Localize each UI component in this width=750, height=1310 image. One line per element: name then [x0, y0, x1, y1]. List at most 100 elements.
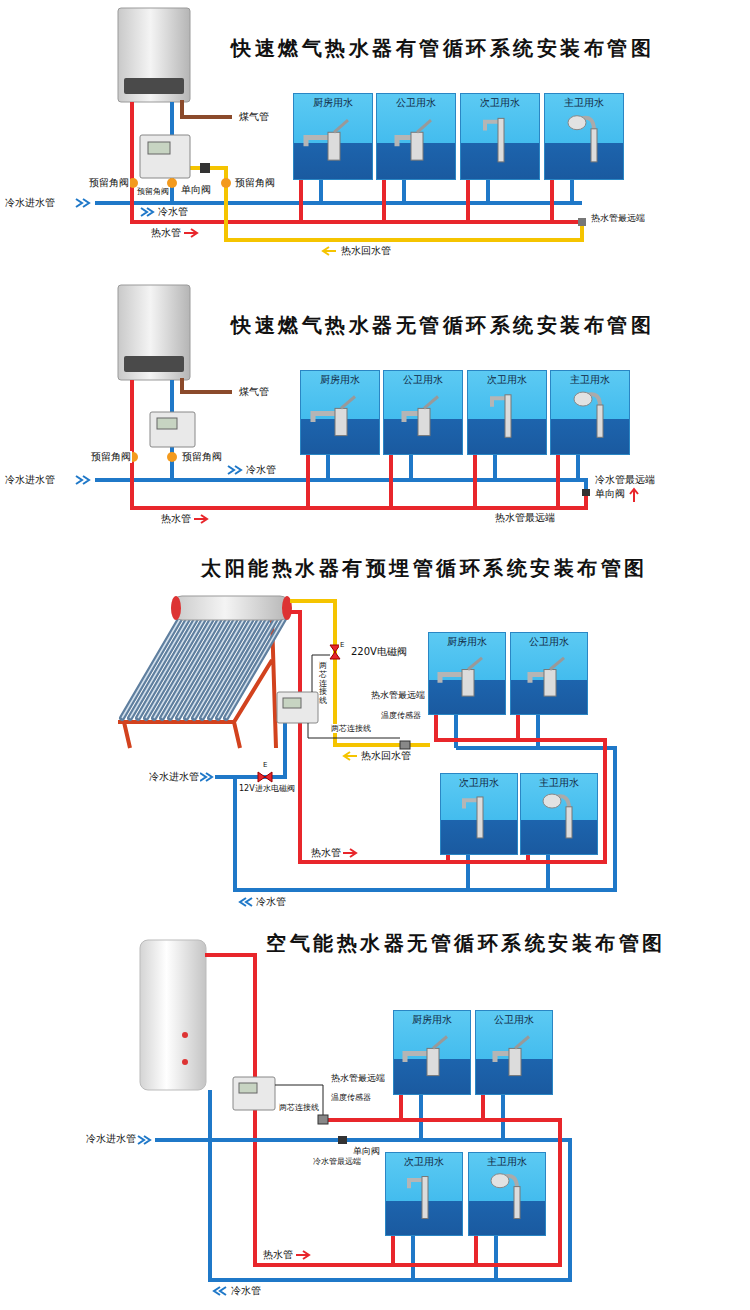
pipe-label: 温度传感器 — [330, 1093, 372, 1102]
faucet-spout — [464, 800, 477, 808]
diagram-heading: 空气能热水器无管循环系统安装布管图 — [265, 931, 667, 955]
air-heat-tank — [140, 940, 206, 1090]
pipe-label: 热水回水管 — [360, 750, 412, 762]
pipe-label: E — [262, 761, 268, 769]
cold-pipe — [215, 715, 615, 890]
flow-arrow — [76, 199, 89, 207]
fixture-label: 主卫用水 — [545, 94, 623, 109]
hot-pipe — [205, 955, 560, 1265]
fixture-box: 公卫用水 — [510, 632, 588, 715]
cold-pipe — [95, 201, 582, 205]
shower-head — [543, 794, 561, 808]
fixture-box: 公卫用水 — [475, 1010, 553, 1095]
gas-heater — [118, 285, 190, 380]
pipe-label: 冷水管最远端 — [312, 1157, 362, 1167]
angle-valve — [167, 452, 177, 462]
pipe-label: 冷水管 — [157, 206, 189, 218]
pipe-label: 冷水进水管 — [4, 197, 56, 209]
fixture-label: 主卫用水 — [469, 1153, 545, 1168]
hot-water-pipe — [391, 455, 475, 508]
tube-highlight — [122, 619, 284, 718]
temperature-sensor — [318, 1115, 328, 1124]
fixture-box: 次卫用水 — [385, 1152, 463, 1236]
pipe-label: 单向阀 — [352, 1146, 381, 1157]
faucet-spout — [313, 414, 335, 423]
controller-display — [239, 1083, 257, 1093]
fixture-label: 厨房用水 — [394, 1011, 470, 1026]
shower-post — [597, 405, 603, 437]
fixture-label: 厨房用水 — [294, 94, 372, 109]
fixture-label: 次卫用水 — [461, 94, 539, 109]
pipe-label: 两芯连接线 — [319, 662, 327, 706]
angle-valve — [221, 178, 231, 188]
faucet-body — [418, 408, 430, 435]
pipe-label: 冷水进水管 — [85, 1133, 137, 1145]
pipe-label: 热水管最远端 — [370, 690, 426, 700]
flow-arrow — [141, 208, 153, 216]
hot-water-pipe — [468, 180, 552, 222]
faucet-body — [462, 670, 474, 697]
pipe-label: 热水管 — [262, 1249, 294, 1261]
pipe-label: 热水管 — [150, 227, 182, 239]
faucet-body — [422, 1177, 428, 1219]
hot-water-pipe — [436, 715, 518, 740]
pipe-label: 温度传感器 — [380, 711, 422, 720]
fixture-box: 厨房用水 — [300, 370, 380, 455]
pipe-label: 预留角阀 — [90, 451, 132, 463]
fixture-label: 主卫用水 — [551, 371, 629, 386]
pipe-label: 单向阀 — [594, 488, 626, 500]
fixture-box: 公卫用水 — [383, 370, 463, 455]
fixture-label: 次卫用水 — [468, 371, 546, 386]
faucet-spout — [306, 138, 328, 147]
faucet-spout — [440, 675, 462, 683]
fixture-label: 厨房用水 — [301, 371, 379, 386]
pipe-label: 12V进水电磁阀 — [238, 784, 296, 794]
flow-arrow — [296, 1251, 309, 1259]
check-valve — [338, 1136, 347, 1144]
hot-water-pipe — [393, 1236, 476, 1265]
fixture-label: 次卫用水 — [441, 774, 517, 789]
cold-pipe — [155, 1090, 570, 1280]
controller-display — [283, 698, 301, 708]
faucet-body — [477, 797, 483, 838]
faucet-body — [335, 408, 347, 435]
pipe-end — [578, 218, 586, 226]
panel-three — [118, 596, 615, 906]
temperature-sensor — [400, 741, 410, 749]
faucet-lever — [433, 1037, 447, 1049]
check-valve — [200, 163, 210, 173]
flow-arrow — [630, 489, 638, 502]
tank-port — [182, 1059, 188, 1065]
shower-post — [514, 1187, 520, 1219]
controller-display — [148, 142, 170, 154]
faucet-spout — [485, 122, 498, 131]
fixture-label: 公卫用水 — [377, 94, 455, 109]
fixture-box: 厨房用水 — [293, 93, 373, 180]
faucet-body — [544, 670, 556, 697]
hot-water-pipe — [308, 455, 391, 508]
flow-arrow — [76, 476, 89, 484]
signal-wire — [275, 1085, 323, 1115]
flow-arrow — [200, 773, 212, 781]
flow-arrow — [138, 1136, 150, 1144]
hot-water-pipe — [448, 855, 528, 862]
shower-post — [566, 807, 572, 838]
hot-water-pipe — [401, 1095, 483, 1120]
flow-arrow — [343, 849, 356, 857]
diagram-heading: 快速燃气热水器无管循环系统安装布管图 — [230, 313, 655, 337]
controller-display — [157, 418, 177, 429]
faucet-spout — [495, 1054, 509, 1063]
pipe-label: 煤气管 — [238, 386, 270, 398]
faucet-lever — [417, 120, 431, 132]
fixture-label: 公卫用水 — [384, 371, 462, 386]
tank-cap — [171, 596, 181, 620]
fixture-box: 主卫用水 — [520, 773, 598, 855]
faucet-body — [509, 1048, 521, 1075]
fixture-box: 主卫用水 — [468, 1152, 546, 1236]
fixture-box: 次卫用水 — [467, 370, 547, 455]
fixture-box: 主卫用水 — [544, 93, 624, 180]
pipe-label: 热水管 — [160, 513, 192, 525]
pipe-label: 220V电磁阀 — [350, 646, 408, 658]
gas-heater — [118, 8, 190, 102]
